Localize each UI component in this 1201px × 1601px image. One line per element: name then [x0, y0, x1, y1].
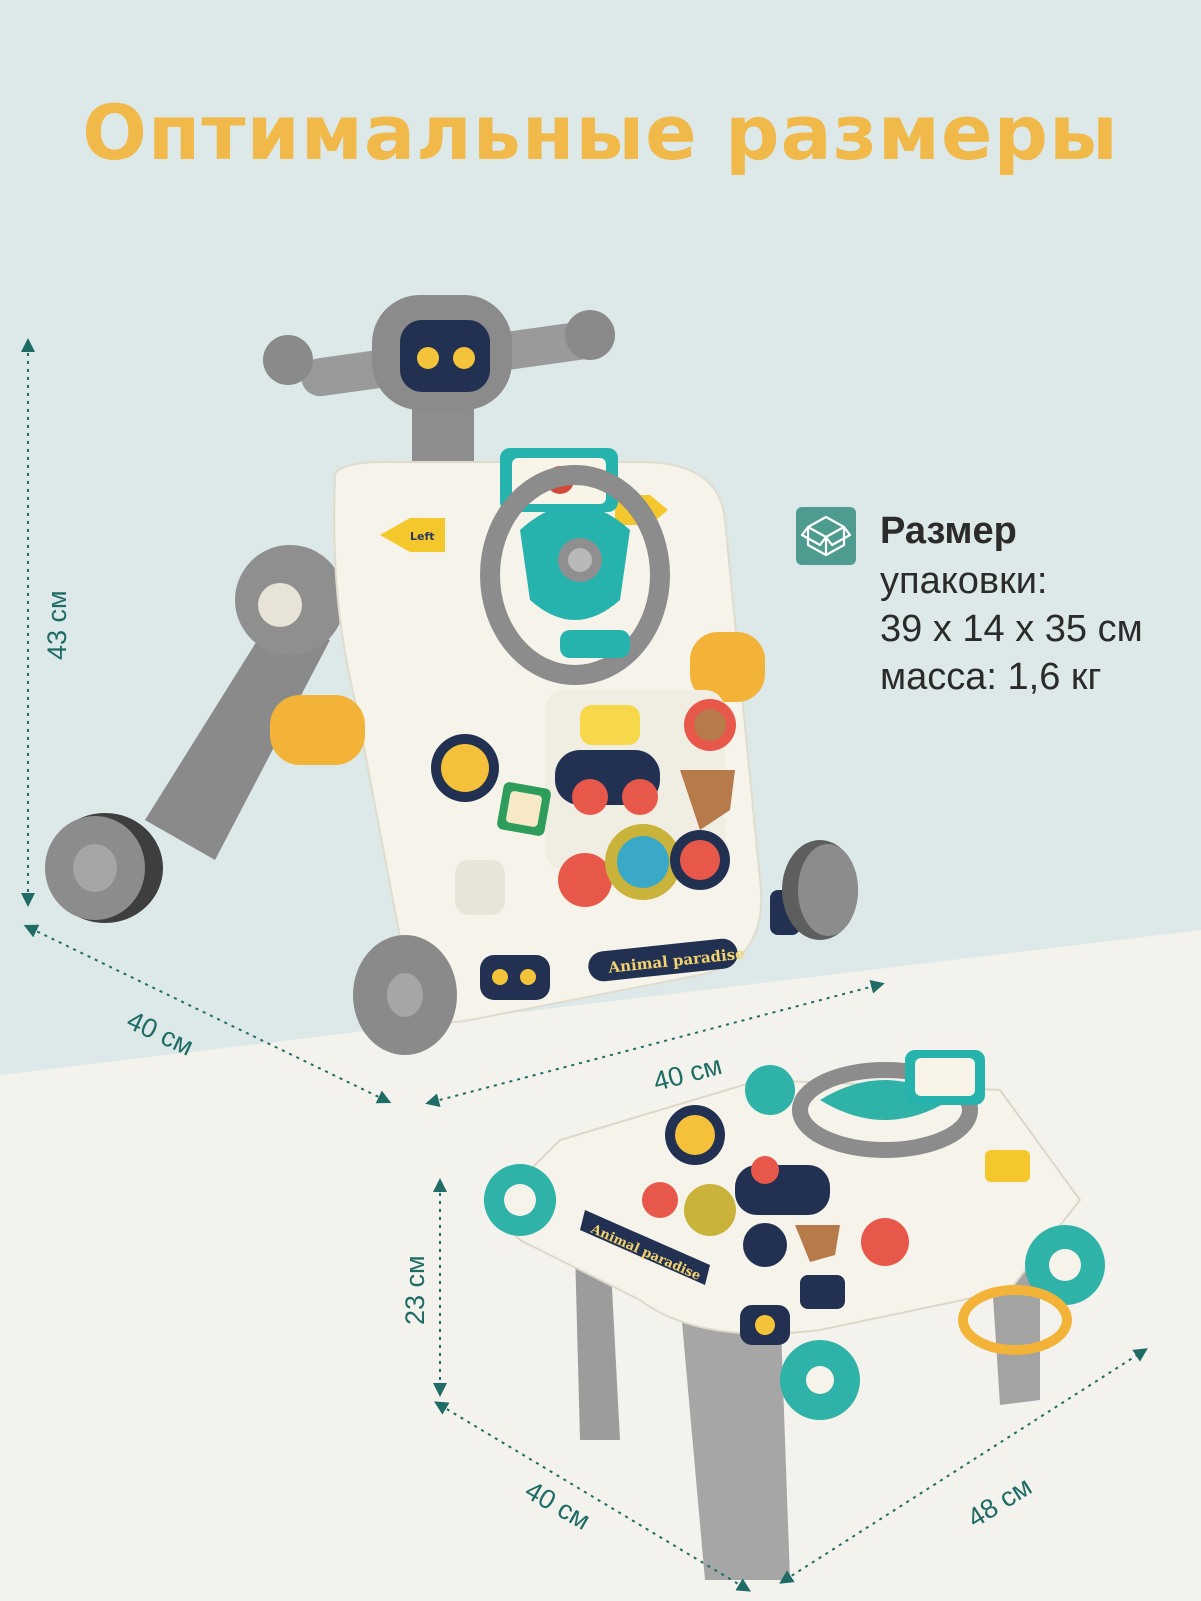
svg-text:Left: Left — [410, 530, 435, 543]
walker-leg — [145, 620, 330, 860]
steering-wheel — [480, 448, 670, 685]
robot-face — [400, 320, 490, 392]
fox-button — [680, 770, 735, 830]
walker-width-line — [425, 980, 885, 1107]
walker-height-label: 43 см — [42, 590, 72, 660]
walker-wheel-back-left — [45, 813, 163, 923]
walker-depth-line — [23, 924, 392, 1104]
walker-side-knob-right — [690, 632, 765, 702]
package-dimensions: 39 х 14 х 35 см — [880, 608, 1143, 650]
walker-handle — [263, 295, 615, 480]
robot-eye-left — [417, 347, 439, 369]
walker-bottom-button — [480, 955, 550, 1000]
left-arrow-button: Left — [380, 518, 445, 552]
robot-eye-right — [453, 347, 475, 369]
table-width-line — [779, 1348, 1148, 1584]
walker-brand-plate — [588, 938, 738, 982]
table-brand-plate — [580, 1210, 710, 1285]
house-button — [580, 705, 640, 745]
baby-walker: Left — [45, 295, 858, 1055]
activity-panel — [431, 690, 736, 907]
box-icon — [796, 507, 856, 565]
package-weight: масса: 1,6 кг — [880, 656, 1102, 698]
table-steering-wheel — [792, 1062, 978, 1158]
table-depth-line — [433, 1401, 752, 1592]
walker-wheel-front-left — [353, 935, 457, 1055]
gear-red — [558, 853, 612, 907]
table-leg-back-left — [575, 1250, 620, 1440]
table-height-label: 23 см — [400, 1255, 430, 1325]
shape-slot — [455, 860, 505, 915]
page-title: Оптимальные размеры — [82, 88, 1119, 177]
walker-wheel-front-right — [782, 840, 858, 940]
package-size-label: Размер — [880, 510, 1017, 552]
package-line-1: упаковки: — [880, 560, 1048, 602]
walker-side-knob-left — [270, 695, 365, 765]
